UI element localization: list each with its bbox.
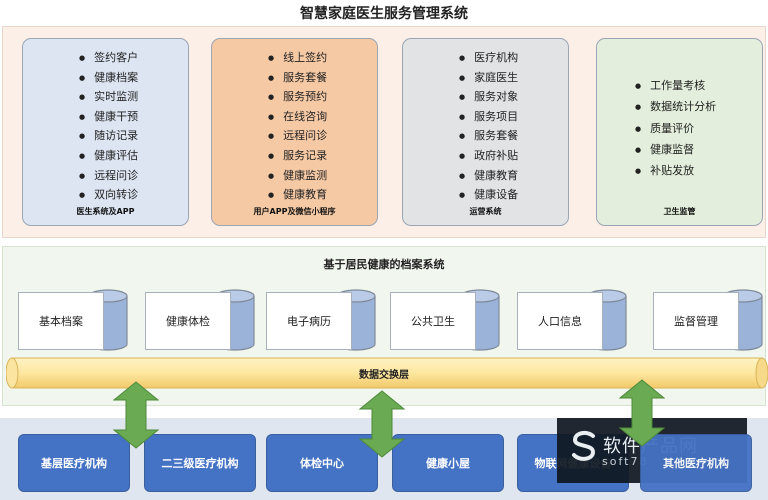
list-item: 实时监测 (79, 88, 138, 108)
double-arrow-icon (619, 379, 665, 447)
database-label: 基本档案 (18, 292, 104, 350)
database-health-checkup: 健康体检 (145, 289, 255, 351)
list-item: 健康监测 (268, 167, 327, 187)
list-item: 数据统计分析 (635, 97, 716, 118)
list-item: 医疗机构 (459, 49, 518, 69)
list-item: 健康教育 (268, 186, 327, 206)
org-secondary-tertiary: 二三级医疗机构 (144, 434, 256, 492)
org-checkup-center: 体检中心 (266, 434, 378, 492)
database-label: 人口信息 (517, 292, 603, 350)
card-label: 运营系统 (469, 207, 502, 216)
database-label: 公共卫生 (390, 292, 476, 350)
list-item: 服务对象 (459, 88, 518, 108)
list-item: 线上签约 (268, 49, 327, 69)
card-doctor-system: 签约客户 健康档案 实时监测 健康干预 随访记录 健康评估 远程问诊 双向转诊 … (22, 38, 189, 226)
database-basic-archive: 基本档案 (18, 289, 128, 351)
list-item: 家庭医生 (459, 69, 518, 89)
org-health-cabin: 健康小屋 (392, 434, 504, 492)
card-label: 卫生监管 (663, 207, 696, 216)
card-health-supervision: 工作量考核 数据统计分析 质量评价 健康监督 补贴发放 卫生监管 (596, 38, 763, 226)
org-other: 其他医疗机构 (640, 434, 752, 492)
list-item: 随访记录 (79, 127, 138, 147)
list-item: 服务记录 (268, 147, 327, 167)
watermark-site: soft78 (602, 455, 649, 468)
archive-title: 基于居民健康的档案系统 (323, 258, 445, 271)
watermark-logo-icon (572, 430, 596, 461)
card-operations-system: 医疗机构 家庭医生 服务对象 服务项目 服务套餐 政府补贴 健康教育 健康设备 … (402, 38, 569, 226)
list-item: 健康评估 (79, 147, 138, 167)
list-item: 健康档案 (79, 69, 138, 89)
card-label: 医生系统及APP (76, 207, 135, 216)
org-primary-care: 基层医疗机构 (18, 434, 130, 492)
list-item: 服务套餐 (268, 69, 327, 89)
list-item: 服务项目 (459, 108, 518, 128)
database-label: 电子病历 (266, 292, 352, 350)
list-item: 健康设备 (459, 186, 518, 206)
list-item: 远程问诊 (79, 167, 138, 187)
database-population: 人口信息 (517, 289, 627, 351)
database-supervision: 监督管理 (653, 289, 763, 351)
list-item: 服务套餐 (459, 127, 518, 147)
page-title: 智慧家庭医生服务管理系统 (300, 6, 468, 22)
list-item: 在线咨询 (268, 108, 327, 128)
database-emr: 电子病历 (266, 289, 376, 351)
list-item: 服务预约 (268, 88, 327, 108)
list-item: 双向转诊 (79, 186, 138, 206)
list-item: 政府补贴 (459, 147, 518, 167)
list-item: 工作量考核 (635, 76, 716, 97)
card-label: 用户APP及微信小程序 (253, 207, 336, 216)
card-item-list: 签约客户 健康档案 实时监测 健康干预 随访记录 健康评估 远程问诊 双向转诊 (79, 49, 138, 206)
double-arrow-icon (113, 381, 159, 449)
list-item: 健康教育 (459, 167, 518, 187)
card-item-list: 医疗机构 家庭医生 服务对象 服务项目 服务套餐 政府补贴 健康教育 健康设备 (459, 49, 518, 206)
card-user-app: 线上签约 服务套餐 服务预约 在线咨询 远程问诊 服务记录 健康监测 健康教育 … (211, 38, 378, 226)
card-item-list: 线上签约 服务套餐 服务预约 在线咨询 远程问诊 服务记录 健康监测 健康教育 (268, 49, 327, 206)
exchange-layer-label: 数据交换层 (359, 370, 409, 381)
list-item: 签约客户 (79, 49, 138, 69)
list-item: 健康干预 (79, 108, 138, 128)
list-item: 质量评价 (635, 119, 716, 140)
double-arrow-icon (359, 390, 405, 458)
database-public-health: 公共卫生 (390, 289, 500, 351)
list-item: 健康监督 (635, 140, 716, 161)
list-item: 远程问诊 (268, 127, 327, 147)
list-item: 补贴发放 (635, 161, 716, 182)
database-label: 监督管理 (653, 292, 739, 350)
database-label: 健康体检 (145, 292, 231, 350)
card-item-list: 工作量考核 数据统计分析 质量评价 健康监督 补贴发放 (635, 76, 716, 182)
